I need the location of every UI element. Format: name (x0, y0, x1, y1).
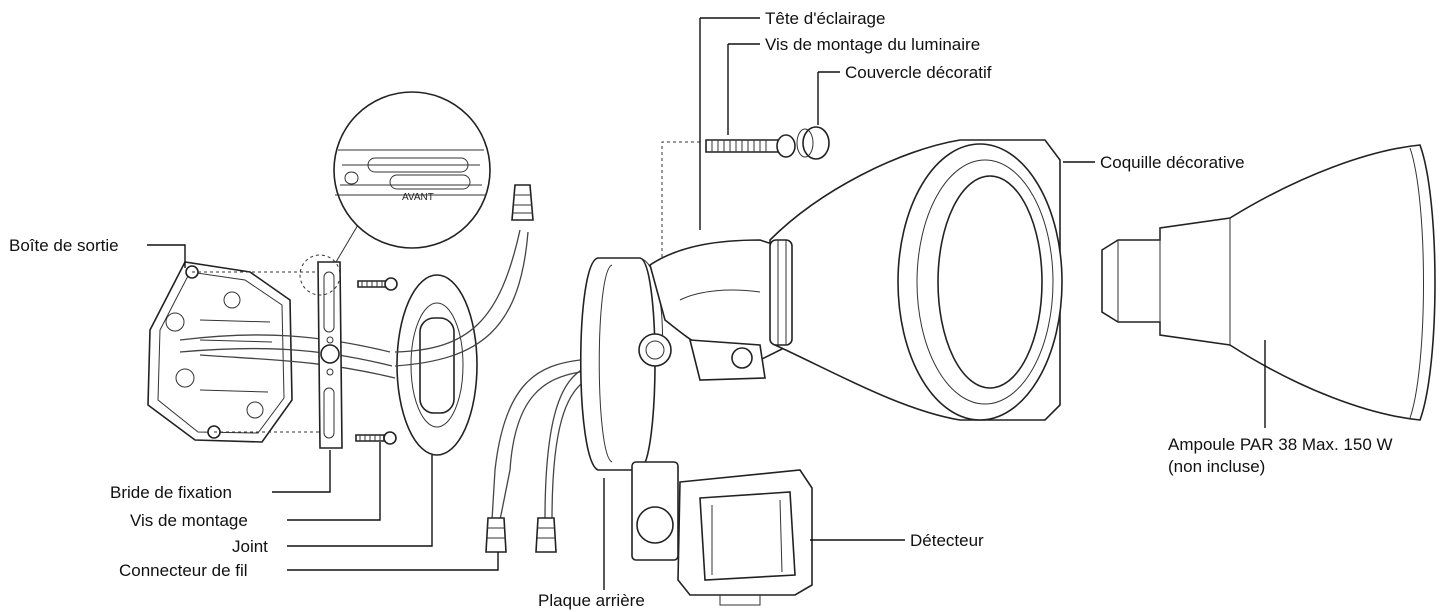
label-boite-sortie: Boîte de sortie (9, 236, 119, 255)
detail-zoom-circle: AVANT (333, 91, 491, 249)
leader-lines (147, 17, 1266, 590)
label-couvercle-decoratif: Couvercle décoratif (845, 63, 992, 82)
label-connecteur-fil: Connecteur de fil (119, 561, 248, 580)
fixture-mounting-screw (705, 134, 796, 158)
label-detecteur: Détecteur (910, 531, 984, 550)
wire-connector-top (511, 184, 534, 221)
label-joint: Joint (232, 537, 268, 556)
decorative-cap (796, 126, 830, 160)
label-plaque-arriere: Plaque arrière (538, 591, 645, 610)
motion-sensor (631, 461, 813, 606)
wire-connector-bottom-left (485, 517, 507, 553)
label-bride-fixation: Bride de fixation (110, 483, 232, 502)
wire-connector-bottom-right (535, 517, 557, 553)
swivel-knuckle (638, 239, 801, 381)
avant-label: AVANT (402, 192, 434, 203)
outlet-box (147, 261, 293, 443)
decorative-shell (897, 143, 1063, 421)
mounting-screw-top (357, 277, 398, 291)
label-ampoule-line2: (non incluse) (1168, 457, 1265, 476)
label-ampoule-line1: Ampoule PAR 38 Max. 150 W (1168, 435, 1393, 454)
gasket (396, 274, 478, 456)
label-vis-luminaire: Vis de montage du luminaire (765, 35, 980, 54)
par38-bulb (1101, 144, 1436, 421)
label-vis-montage: Vis de montage (130, 511, 248, 530)
label-coquille-decorative: Coquille décorative (1100, 153, 1245, 172)
mounting-strap (317, 261, 343, 449)
mounting-screw-bottom (355, 431, 397, 445)
label-tete-eclairage: Tête d'éclairage (765, 9, 885, 28)
